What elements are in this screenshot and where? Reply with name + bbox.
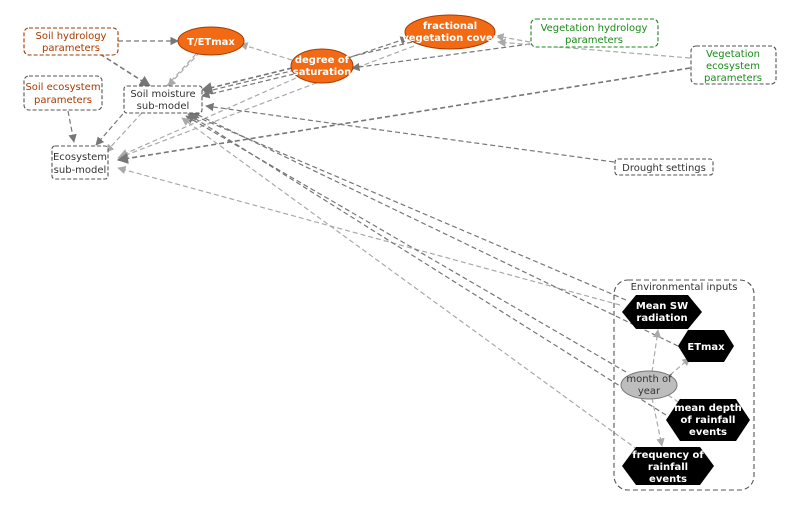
edge-depth-soilmoist — [187, 113, 667, 416]
edge-tetmax-soilmoist — [167, 51, 201, 87]
node-label: saturation — [293, 67, 351, 78]
edge-soileco-eco — [67, 110, 77, 143]
node-label: events — [649, 474, 687, 485]
node-label: Soil ecosystem — [25, 82, 100, 93]
node-label: ecosystem — [706, 61, 760, 72]
node-label: month of — [626, 374, 672, 385]
node-mean-depth-rainfall-events[interactable]: mean depth of rainfall events — [666, 399, 750, 441]
node-label: Soil moisture — [130, 89, 195, 100]
edge-etmax-soilmoist — [191, 111, 679, 347]
node-label: parameters — [704, 73, 762, 84]
node-fractional-vegetation-cover[interactable]: fractional vegetation cover — [402, 14, 498, 50]
edge-veghyd-fvc — [495, 33, 531, 43]
node-ecosystem-submodel[interactable]: Ecosystem sub-model — [51, 145, 109, 180]
node-etmax[interactable]: ETmax — [678, 330, 734, 362]
node-vegetation-ecosystem-parameters[interactable]: Vegetation ecosystem parameters — [690, 45, 777, 85]
node-degree-of-saturation[interactable]: degree of saturation — [290, 48, 354, 84]
node-label: events — [689, 427, 727, 438]
edges — [67, 33, 691, 451]
node-label: year — [638, 386, 661, 397]
node-label: Ecosystem — [53, 152, 107, 163]
edge-sat-soilmoist-a — [200, 67, 293, 94]
node-label: parameters — [34, 95, 92, 106]
node-label: degree of — [295, 55, 350, 66]
node-soil-moisture-submodel[interactable]: Soil moisture sub-model — [123, 85, 203, 114]
edge-fvc-eco — [117, 45, 415, 160]
node-label: Soil hydrology — [36, 31, 107, 42]
node-label: ETmax — [687, 342, 725, 353]
node-label: radiation — [636, 313, 687, 324]
edge-sat-fvc — [347, 36, 409, 59]
edge-month-etmax — [669, 357, 691, 376]
edge-sw-eco — [117, 165, 621, 306]
edge-veghyd-sat — [351, 43, 531, 72]
environmental-inputs-cluster: Environmental inputs — [613, 279, 755, 491]
edge-sat-tetmax — [239, 42, 293, 61]
node-t-etmax[interactable]: T/ETmax — [177, 26, 245, 56]
edge-vegeco-eco — [116, 67, 691, 164]
cluster-title: Environmental inputs — [631, 282, 738, 293]
edge-month-freq — [651, 397, 665, 447]
node-label: mean depth — [674, 403, 742, 414]
edge-soilhyd-soilmoist — [99, 53, 151, 87]
node-label: sub-model — [54, 165, 107, 176]
node-label: Vegetation hydrology — [541, 23, 648, 34]
node-drought-settings[interactable]: Drought settings — [614, 158, 714, 176]
node-label: parameters — [565, 35, 623, 46]
node-label: vegetation cover — [402, 33, 498, 44]
edge-drought-soilmoist — [205, 102, 615, 163]
edge-vegeco-fvc — [497, 38, 691, 59]
node-label: Mean SW — [636, 301, 688, 312]
edge-soilmoist-eco — [95, 107, 129, 146]
node-label: T/ETmax — [187, 37, 235, 48]
node-month-of-year[interactable]: month of year — [620, 370, 678, 400]
node-frequency-rainfall-events[interactable]: frequency of rainfall events — [622, 447, 714, 485]
cluster-frame — [613, 279, 755, 491]
node-vegetation-hydrology-parameters[interactable]: Vegetation hydrology parameters — [530, 18, 659, 48]
node-label: parameters — [42, 43, 100, 54]
edge-sw-soilmoist — [189, 113, 627, 301]
node-mean-sw-radiation[interactable]: Mean SW radiation — [622, 295, 702, 329]
node-label: sub-model — [137, 101, 190, 112]
edge-freq-soilmoist — [181, 117, 639, 451]
node-label: Drought settings — [622, 163, 706, 174]
node-label: frequency of — [632, 450, 704, 461]
node-label: fractional — [423, 21, 477, 32]
node-label: rainfall — [648, 462, 688, 473]
node-soil-ecosystem-parameters[interactable]: Soil ecosystem parameters — [23, 75, 103, 111]
edge-sat-eco — [119, 77, 297, 157]
node-label: Vegetation — [706, 49, 760, 60]
edge-month-sw — [651, 329, 662, 373]
node-label: of rainfall — [681, 415, 736, 426]
node-soil-hydrology-parameters[interactable]: Soil hydrology parameters — [23, 27, 119, 56]
